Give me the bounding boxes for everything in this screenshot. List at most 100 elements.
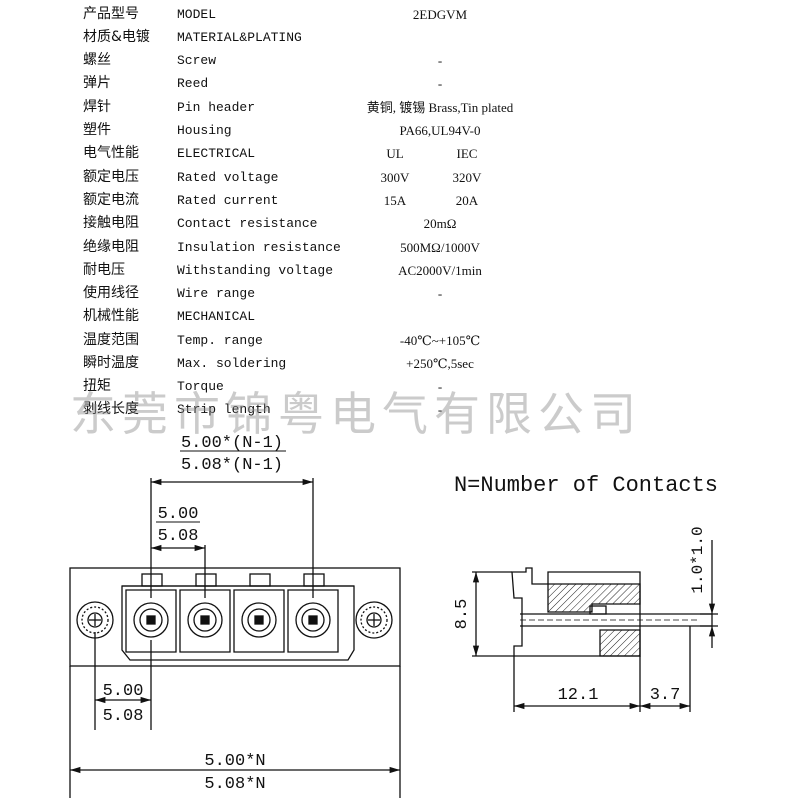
spec-row: 温度范围 Temp. range -40℃~+105℃ (0, 329, 800, 352)
spec-row: 耐电压 Withstanding voltage AC2000V/1min (0, 259, 800, 282)
spec-label-cn: 塑件 (83, 122, 111, 138)
spec-row: 产品型号 MODEL 2EDGVM (0, 3, 800, 26)
spec-label-cn: 额定电压 (83, 169, 139, 185)
spec-value: 20mΩ (423, 216, 457, 231)
dim-label-pin-length: 3.7 (650, 686, 681, 705)
spec-row: 螺丝 Screw - (0, 49, 800, 72)
contact-cell (125, 589, 177, 653)
flange-screw-right-icon (355, 601, 393, 639)
contact-cell (179, 589, 231, 653)
spec-label-en: MECHANICAL (177, 309, 256, 324)
spec-label-en: Torque (177, 379, 224, 394)
dim-label-pitch-1: 5.00 (158, 505, 199, 524)
contact-tab (141, 573, 163, 587)
spec-label-en: Rated voltage (177, 170, 279, 185)
spec-row: 材质&电镀 MATERIAL&PLATING (0, 26, 800, 49)
dim-label-flange-2: 5.08 (103, 707, 144, 726)
spec-row: 使用线径 Wire range - (0, 282, 800, 305)
spec-value: - (437, 76, 443, 91)
spec-label-cn: 额定电流 (83, 192, 139, 208)
spec-label-cn: 材质&电镀 (83, 29, 150, 45)
spec-label-cn: 温度范围 (83, 332, 139, 348)
contact-cell (233, 589, 285, 653)
spec-value-ul: UL (386, 146, 404, 161)
spec-label-en: Reed (177, 76, 209, 91)
contact-tab (195, 573, 217, 587)
spec-label-en: Screw (177, 53, 217, 68)
dim-label-flange-1: 5.00 (103, 682, 144, 701)
spec-row: 额定电流 Rated current 15A 20A (0, 189, 800, 212)
side-view (472, 540, 718, 712)
spec-label-en: Rated current (177, 193, 279, 208)
spec-row: 塑件 Housing PA66,UL94V-0 (0, 119, 800, 142)
spec-value-ul: 300V (380, 170, 410, 185)
spec-row: 绝缘电阻 Insulation resistance 500MΩ/1000V (0, 236, 800, 259)
spec-label-cn: 螺丝 (83, 52, 111, 68)
contact-tab (249, 573, 271, 587)
spec-value: PA66,UL94V-0 (399, 123, 481, 138)
side-housing-section (547, 583, 641, 613)
spec-label-en: Insulation resistance (177, 240, 341, 255)
spec-label-cn: 使用线径 (83, 285, 139, 301)
spec-label-cn: 绝缘电阻 (83, 239, 139, 255)
spec-value: - (437, 402, 443, 417)
spec-row: 焊针 Pin header 黄铜, 镀锡 Brass,Tin plated (0, 96, 800, 119)
spec-value-iec: IEC (456, 146, 478, 161)
spec-row: 剥线长度 Strip length - (0, 398, 800, 421)
spec-label-cn: 瞬时温度 (83, 355, 139, 371)
spec-row: 瞬时温度 Max. soldering +250℃,5sec (0, 352, 800, 375)
spec-label-en: Contact resistance (177, 216, 318, 231)
spec-row: 机械性能 MECHANICAL (0, 305, 800, 328)
spec-value-iec: 20A (455, 193, 479, 208)
contact-tab (303, 573, 325, 587)
dim-label-total-2: 5.08*N (204, 775, 265, 794)
spec-row: 扭矩 Torque - (0, 375, 800, 398)
spec-label-en: Max. soldering (177, 356, 287, 371)
spec-row: 电气性能 ELECTRICAL UL IEC (0, 142, 800, 165)
spec-label-cn: 剥线长度 (83, 401, 139, 417)
spec-label-en: MODEL (177, 7, 217, 22)
spec-label-en: ELECTRICAL (177, 146, 256, 161)
terminal-body (121, 585, 355, 661)
spec-label-cn: 耐电压 (83, 262, 125, 278)
spec-row: 弹片 Reed - (0, 72, 800, 95)
spec-label-cn: 机械性能 (83, 308, 139, 324)
dim-label-pitch-2: 5.08 (158, 527, 199, 546)
spec-label-cn: 产品型号 (83, 6, 139, 22)
spec-value-iec: 320V (452, 170, 482, 185)
spec-label-cn: 弹片 (83, 75, 111, 91)
contacts-note: N=Number of Contacts (454, 473, 718, 498)
spec-value: - (437, 53, 443, 68)
spec-label-en: MATERIAL&PLATING (177, 30, 302, 45)
spec-value: 黄铜, 镀锡 Brass,Tin plated (366, 100, 514, 115)
housing-outline (69, 567, 401, 667)
spec-label-en: Pin header (177, 100, 256, 115)
spec-value-ul: 15A (383, 193, 407, 208)
spec-label-cn: 电气性能 (83, 145, 139, 161)
specification-table: 产品型号 MODEL 2EDGVM 材质&电镀 MATERIAL&PLATING… (0, 3, 800, 421)
spec-value: +250℃,5sec (406, 356, 474, 371)
spec-label-cn: 扭矩 (83, 378, 111, 394)
spec-row: 额定电压 Rated voltage 300V 320V (0, 166, 800, 189)
spec-label-en: Strip length (177, 402, 271, 417)
spec-label-en: Wire range (177, 286, 256, 301)
spec-value: 500MΩ/1000V (400, 240, 480, 255)
spec-label-en: Temp. range (177, 333, 263, 348)
spec-label-en: Withstanding voltage (177, 263, 334, 278)
dim-label-top-2: 5.08*(N-1) (181, 456, 283, 475)
dim-label-total-1: 5.00*N (204, 752, 265, 771)
spec-value: -40℃~+105℃ (399, 333, 481, 348)
dim-label-pin-size: 1.0*1.0 (689, 526, 707, 593)
dim-label-top-1: 5.00*(N-1) (181, 434, 283, 453)
dim-label-depth: 12.1 (558, 686, 599, 705)
spec-value: AC2000V/1min (398, 263, 482, 278)
spec-row: 接触电阻 Contact resistance 20mΩ (0, 212, 800, 235)
spec-label-cn: 接触电阻 (83, 215, 139, 231)
company-watermark: 东莞市锦粤电气有限公司 (70, 387, 642, 441)
spec-value: - (437, 286, 443, 301)
spec-label-cn: 焊针 (83, 99, 111, 115)
front-view (69, 478, 401, 798)
dim-label-height: 8.5 (453, 599, 472, 630)
spec-value: 2EDGVM (412, 7, 468, 22)
